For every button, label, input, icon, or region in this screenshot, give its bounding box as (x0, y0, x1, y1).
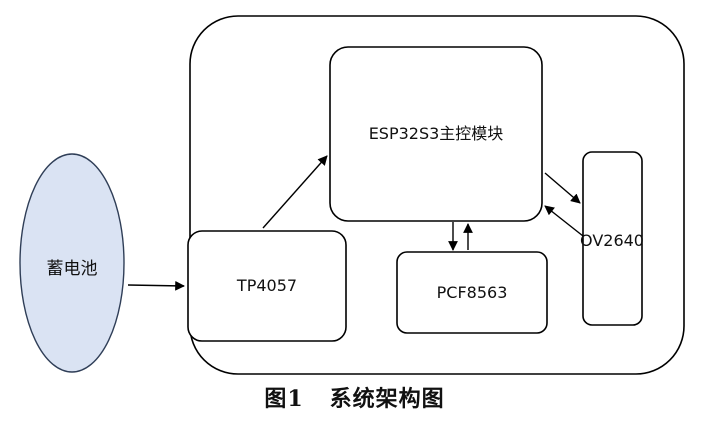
figure-title: 系统架构图 (329, 386, 445, 412)
figure-number: 图1 (264, 386, 304, 412)
system-boundary (189, 15, 685, 375)
rtc-node (396, 251, 548, 334)
mcu-label: ESP32S3主控模块 (369, 124, 504, 143)
battery-node (19, 153, 125, 373)
mcu-node (329, 46, 543, 222)
charger-node (187, 230, 347, 342)
arrow-battery-to-charger (127, 280, 185, 291)
arrow-camera-to-mcu (544, 205, 584, 237)
arrow-mcu-to-camera (544, 172, 581, 204)
camera-label: OV2640 (580, 231, 644, 250)
rtc-label: PCF8563 (437, 283, 508, 302)
battery-label: 蓄电池 (47, 259, 98, 279)
arrow-charger-to-mcu (262, 155, 328, 229)
figure-caption: 图1 系统架构图 (0, 381, 709, 413)
charger-label: TP4057 (236, 276, 297, 295)
camera-node (582, 151, 643, 326)
